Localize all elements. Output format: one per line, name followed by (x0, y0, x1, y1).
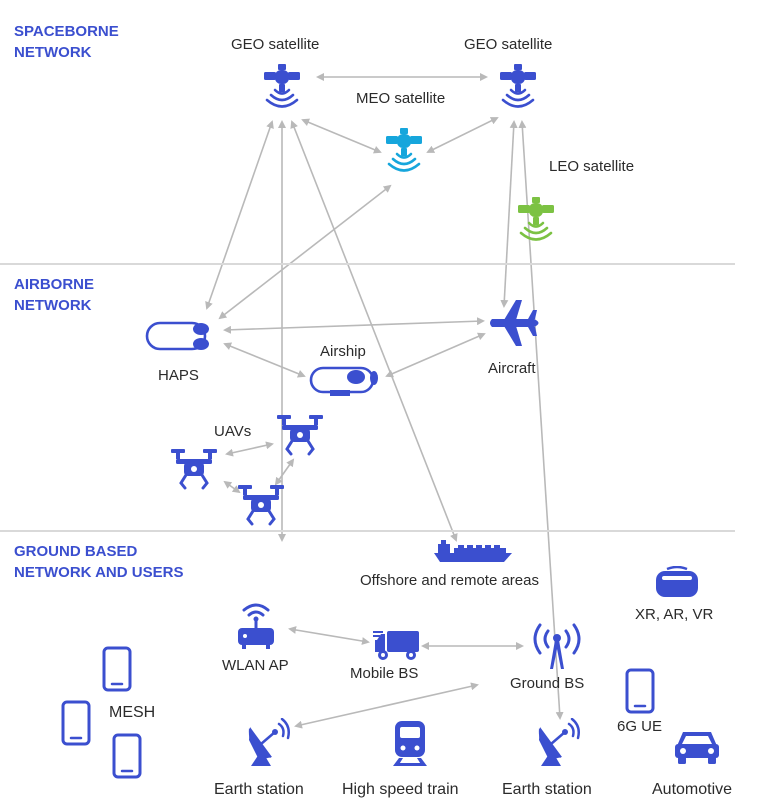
arrow-meo-haps (218, 184, 392, 320)
wifi-router-icon (236, 603, 276, 653)
divider-air-ground (0, 530, 735, 532)
meo-satellite-label: MEO satellite (356, 90, 446, 107)
arrow-uav-3 (274, 458, 295, 486)
satellite-dish-icon (245, 718, 291, 768)
aircraft-label: Aircraft (488, 360, 536, 377)
arrow-uav-2 (223, 480, 241, 494)
uavs-label: UAVs (214, 423, 252, 440)
drone-icon (237, 484, 285, 526)
wlan-ap-label: WLAN AP (222, 657, 289, 674)
earth-station-label: Earth station (502, 781, 592, 798)
arrow-haps-airship (223, 342, 306, 378)
arrow-meo-geo2 (426, 117, 499, 153)
satellite-dish-icon (535, 718, 581, 768)
car-icon (673, 728, 721, 768)
arrow-geo2-aircraft (500, 120, 518, 308)
leo-satellite-icon (516, 197, 556, 245)
xr-label: XR, AR, VR (635, 606, 714, 623)
arrow-geo2-earth-station (518, 120, 564, 720)
drone-icon (170, 448, 218, 490)
smartphone-icon (112, 733, 142, 779)
geo-satellite-label: GEO satellite (231, 36, 320, 53)
truck-icon (373, 628, 421, 662)
arrow-geo1-offshore (290, 120, 458, 542)
arrow-wlan-mobile-bs (288, 626, 370, 645)
arrow-geo1-meo (301, 118, 382, 154)
airship-label: Airship (320, 343, 366, 360)
ground-bs-label: Ground BS (510, 675, 585, 692)
earth-station-label: Earth station (214, 781, 304, 798)
geo-satellite-label: GEO satellite (464, 36, 553, 53)
aircraft-icon (488, 298, 544, 348)
airship-icon (308, 364, 382, 400)
ship-icon (434, 539, 512, 563)
arrow-ground-bs-earth-station (294, 682, 479, 729)
geo-satellite-icon (498, 64, 538, 112)
smartphone-icon (102, 646, 132, 692)
automotive-label: Automotive (652, 781, 733, 798)
arrow-airship-aircraft (385, 332, 486, 378)
arrow-haps-aircraft (223, 317, 485, 334)
arrow-geo1-haps (205, 120, 274, 310)
meo-satellite-icon (384, 128, 424, 176)
geo-satellite-icon (262, 64, 302, 112)
smartphone-icon (61, 700, 91, 746)
mesh-label: MESH (109, 704, 156, 721)
smartphone-icon (625, 668, 655, 714)
divider-space-air (0, 263, 735, 265)
mobile-bs-label: Mobile BS (350, 665, 419, 682)
antenna-tower-icon (528, 623, 586, 671)
leo-satellite-label: LEO satellite (549, 158, 635, 175)
6g-ue-label: 6G UE (617, 718, 663, 735)
drone-icon (276, 414, 324, 456)
vr-headset-icon (655, 566, 699, 598)
offshore-label: Offshore and remote areas (360, 572, 539, 589)
train-icon (391, 718, 429, 768)
high-speed-train-label: High speed train (342, 781, 459, 798)
haps-label: HAPS (158, 367, 199, 384)
arrow-uav-1 (225, 441, 274, 457)
haps-icon (144, 318, 214, 354)
